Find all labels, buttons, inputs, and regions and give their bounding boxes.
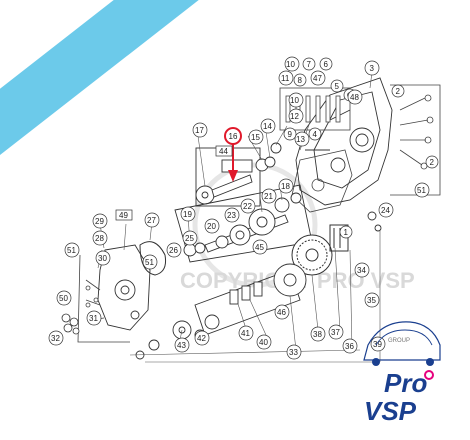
logo-vsp-text: VSP <box>364 396 417 426</box>
label-51b: 51 <box>145 258 154 267</box>
label-43: 43 <box>177 341 186 350</box>
label-26: 26 <box>169 246 178 255</box>
label-32: 32 <box>51 334 60 343</box>
label-49: 49 <box>119 211 128 220</box>
label-24: 24 <box>381 206 390 215</box>
label-45: 45 <box>255 243 264 252</box>
label-40: 40 <box>259 338 268 347</box>
logo-pro-text: Pro <box>384 368 427 398</box>
logo-car-outline <box>363 321 441 361</box>
label-17: 17 <box>195 126 204 135</box>
main-housing <box>295 77 393 206</box>
label-30: 30 <box>98 254 107 263</box>
label-8: 8 <box>298 76 303 85</box>
label-20: 20 <box>207 222 216 231</box>
logo-accent-dot <box>424 370 434 380</box>
label-18: 18 <box>281 182 290 191</box>
label-4: 4 <box>313 130 318 139</box>
part-labels: 3 10 7 6 11 8 47 5 48 10 12 9 4 13 2 2 5… <box>48 56 439 360</box>
label-38: 38 <box>313 330 322 339</box>
label-10a: 10 <box>286 60 295 69</box>
bolt-kit-right <box>390 84 441 196</box>
label-21: 21 <box>264 192 273 201</box>
label-44: 44 <box>219 147 228 156</box>
label-48: 48 <box>350 93 359 102</box>
label-7: 7 <box>307 60 312 69</box>
label-15: 15 <box>251 133 260 142</box>
small-bolt-cluster <box>61 313 80 335</box>
label-36: 36 <box>345 342 354 351</box>
label-50: 50 <box>59 294 68 303</box>
label-22: 22 <box>243 202 252 211</box>
label-2a: 2 <box>396 87 401 96</box>
label-2b: 2 <box>430 158 435 167</box>
label-25: 25 <box>185 234 194 243</box>
label-42: 42 <box>197 334 206 343</box>
bolt-kit-left <box>77 254 130 343</box>
logo-group-text: GROUP <box>388 338 410 344</box>
label-13: 13 <box>296 135 305 144</box>
label-16: 16 <box>229 132 238 141</box>
label-35: 35 <box>367 296 376 305</box>
leader-lines <box>97 71 381 363</box>
label-19: 19 <box>183 210 192 219</box>
label-41: 41 <box>241 329 250 338</box>
label-29: 29 <box>95 217 104 226</box>
label-28: 28 <box>95 234 104 243</box>
highlight-arrow <box>224 127 242 182</box>
label-9: 9 <box>288 130 293 139</box>
label-31: 31 <box>89 314 98 323</box>
label-37: 37 <box>331 328 340 337</box>
gasket-27 <box>139 241 166 276</box>
label-33: 33 <box>289 348 298 357</box>
label-12: 12 <box>290 112 299 121</box>
provsp-logo: GROUP Pro VSP <box>363 321 441 426</box>
label-23: 23 <box>227 211 236 220</box>
label-47: 47 <box>313 74 322 83</box>
label-27: 27 <box>147 216 156 225</box>
label-1: 1 <box>344 228 349 237</box>
label-51c: 51 <box>417 186 426 195</box>
label-3: 3 <box>370 64 375 73</box>
label-34: 34 <box>357 266 366 275</box>
banner-ribbon <box>0 0 199 155</box>
large-gear <box>291 224 349 276</box>
website-banner: pro-piece-vsp.com <box>0 0 199 193</box>
label-5: 5 <box>335 82 340 91</box>
label-14: 14 <box>263 122 272 131</box>
label-46: 46 <box>277 308 286 317</box>
label-39: 39 <box>373 340 382 349</box>
label-11: 11 <box>281 74 290 83</box>
label-51a: 51 <box>67 246 76 255</box>
label-10b: 10 <box>290 96 299 105</box>
label-6: 6 <box>324 60 329 69</box>
